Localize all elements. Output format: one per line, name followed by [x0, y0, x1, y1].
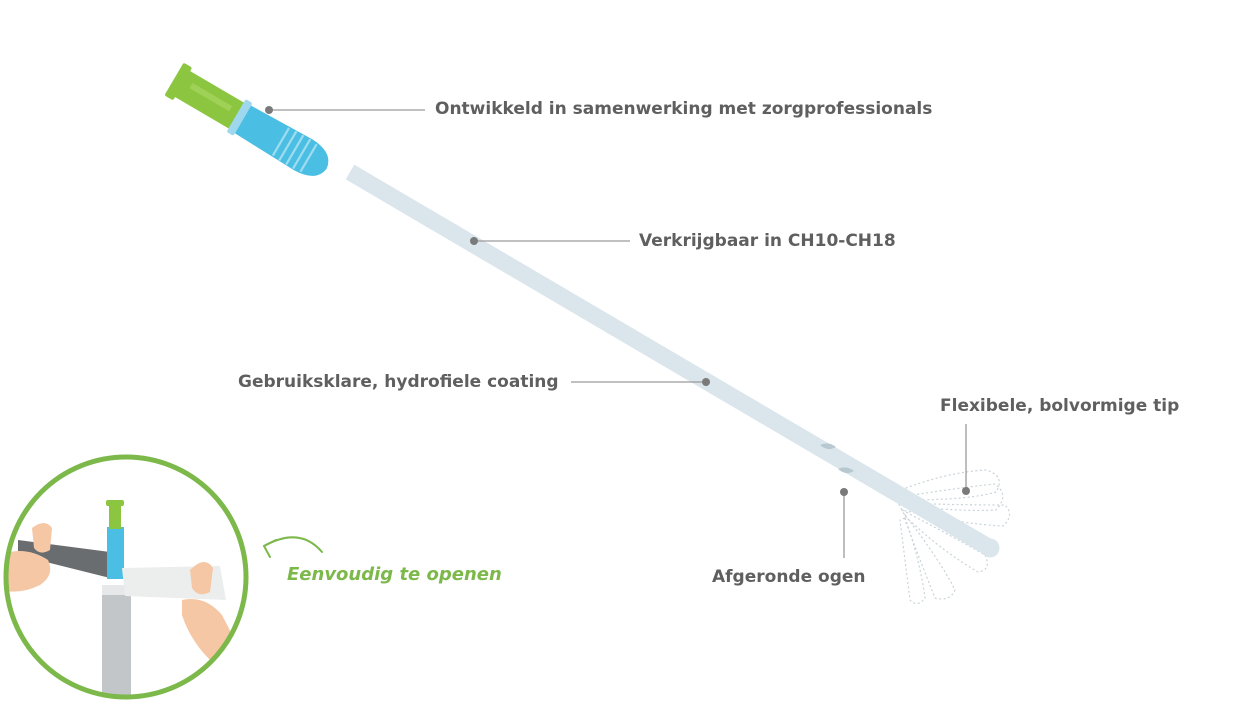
- flexible-tip-motion-trails: [891, 469, 1011, 605]
- callout-leaders: [269, 109, 967, 558]
- catheter-tube: [345, 164, 1000, 558]
- curved-arrow-icon: [263, 536, 323, 558]
- catheter-connector: [165, 63, 329, 176]
- easy-open-inset: [3, 454, 249, 700]
- feature-label-eyes: Afgeronde ogen: [712, 567, 866, 587]
- catheter-eye: [838, 467, 854, 474]
- feature-label-sizes: Verkrijgbaar in CH10-CH18: [639, 231, 896, 251]
- easy-open-label: Eenvoudig te openen: [287, 564, 502, 585]
- catheter-eye: [820, 443, 836, 450]
- feature-label-coating: Gebruiksklare, hydrofiele coating: [238, 372, 559, 392]
- callout-dots: [265, 106, 970, 496]
- feature-label-tip: Flexibele, bolvormige tip: [940, 396, 1180, 416]
- feature-label-professionals: Ontwikkeld in samenwerking met zorgprofe…: [435, 99, 933, 119]
